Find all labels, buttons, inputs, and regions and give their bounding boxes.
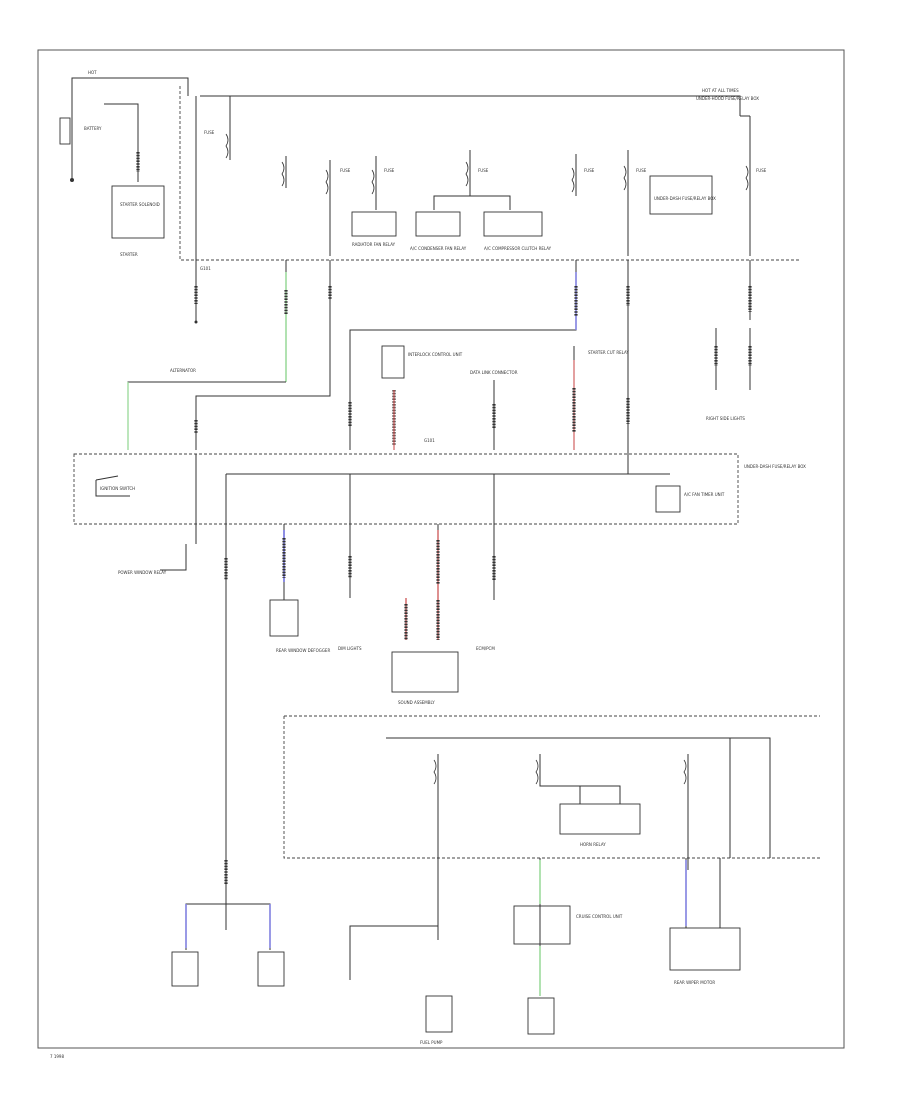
diagram-frame: [37, 49, 845, 1049]
hot-label: HOT: [88, 70, 97, 75]
lower-box-outline: [283, 715, 820, 859]
fuse-label-1: FUSE: [204, 130, 215, 135]
data-link-connector-label: DATA LINK CONNECTOR: [470, 370, 518, 375]
lower-bus: [386, 737, 771, 858]
sheet-number: 7 1998: [50, 1054, 64, 1059]
fuse-label-7: FUSE: [756, 168, 767, 173]
horn-relay-box: [559, 803, 641, 835]
ac-condenser-fan-relay: A/C CONDENSER FAN RELAY: [410, 211, 467, 251]
cruise-control-label: CRUISE CONTROL UNIT: [576, 914, 623, 919]
main-bus-top: [200, 95, 741, 116]
alternator-label: ALTERNATOR: [170, 368, 196, 373]
fuse-label-3: FUSE: [384, 168, 395, 173]
under-dash-box-label: UNDER-DASH FUSE/RELAY BOX: [744, 464, 806, 469]
sound-assembly-label: SOUND ASSEMBLY: [398, 700, 435, 705]
gnd-label-mid: G101: [424, 438, 435, 443]
lower-outputs: FUEL PUMP CRUISE CONTROL UNIT REAR WIPER…: [171, 858, 741, 1045]
underdash-relay-top: UNDER-DASH FUSE/RELAY BOX: [649, 175, 716, 215]
horn-relay-label: HORN RELAY: [580, 842, 606, 847]
radiator-fan-relay-label: RADIATOR FAN RELAY: [352, 242, 396, 247]
radiator-fan-relay: RADIATOR FAN RELAY: [351, 211, 397, 247]
under-dash-box: [73, 453, 739, 525]
rear-window-defogger-label: REAR WINDOW DEFOGGER: [276, 648, 330, 653]
rear-wiper-label: REAR WIPER MOTOR: [674, 980, 715, 985]
interlock-box-label: INTERLOCK CONTROL UNIT: [408, 352, 463, 357]
battery-label: BATTERY: [84, 126, 102, 131]
gnd-label-top: G101: [200, 266, 211, 271]
ac-compressor-clutch-relay: A/C COMPRESSOR CLUTCH RELAY: [483, 211, 552, 251]
rear-wiper-box: [669, 927, 741, 971]
fuse-label-5: FUSE: [584, 168, 595, 173]
under-hood-block-label: UNDER-HOOD FUSE/RELAY BOX: [696, 96, 759, 101]
starter: STARTER SOLENOID STARTER: [104, 103, 165, 257]
starter-box-label: STARTER SOLENOID: [120, 202, 160, 207]
starter-cut-relay-label: STARTER CUT RELAY: [588, 350, 629, 355]
interlock-area: INTERLOCK CONTROL UNIT DATA LINK CONNECT…: [381, 345, 629, 450]
fuse-label-2: FUSE: [340, 168, 351, 173]
power-window-relay-label: POWER WINDOW RELAY: [118, 570, 167, 575]
ignition-switch-label: IGNITION SWITCH: [100, 486, 135, 491]
ac-compressor-clutch-relay-label: A/C COMPRESSOR CLUTCH RELAY: [484, 246, 552, 251]
fuse-label-4: FUSE: [478, 168, 489, 173]
fuse-label-6: FUSE: [636, 168, 647, 173]
under-hood-output-wires: G101 ALTERNATOR RIGHT SIDE LIGHTS: [127, 260, 752, 452]
ac-fan-timer-label: A/C FAN TIMER UNIT: [684, 492, 725, 497]
starter-title: STARTER: [120, 252, 138, 257]
fuel-pump-label: FUEL PUMP: [420, 1040, 443, 1045]
right-side-lights-label: RIGHT SIDE LIGHTS: [706, 416, 745, 421]
ac-condenser-fan-relay-label: A/C CONDENSER FAN RELAY: [410, 246, 467, 251]
battery: HOT BATTERY: [59, 70, 189, 182]
under-hood-fuses: FUSE FUSE FUSE FUSE FUSE FUSE FUSE: [204, 96, 767, 256]
dim-lights-label: DIM LIGHTS: [338, 646, 362, 651]
under-dash-outputs: POWER WINDOW RELAY REAR WINDOW DEFOGGER …: [118, 524, 496, 930]
under-hood-box-outline: [179, 86, 800, 261]
underdash-relay-top-label: UNDER-DASH FUSE/RELAY BOX: [654, 196, 716, 201]
ac-fan-timer-box: [655, 485, 681, 513]
hot-at-all-times-label: HOT AT ALL TIMES: [702, 88, 739, 93]
ecm-pcm-label: ECM/PCM: [476, 646, 495, 651]
cruise-control-box: [513, 905, 571, 945]
